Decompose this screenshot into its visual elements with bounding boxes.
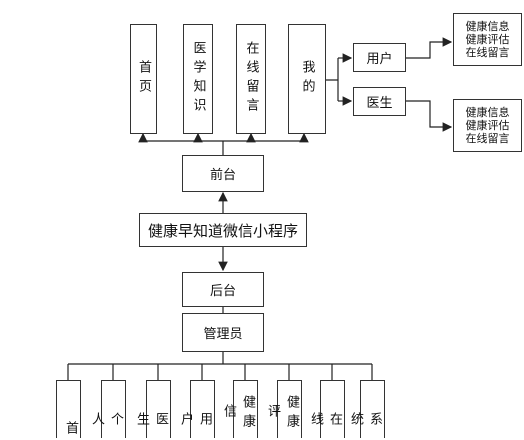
node-admin-user: 用户 xyxy=(178,380,215,438)
node-backend: 后台 xyxy=(182,272,264,307)
node-admin-doctor: 医生 xyxy=(134,380,171,438)
node-admin: 管理员 xyxy=(182,313,264,352)
doctor-function-health-assessment: 健康评估 xyxy=(465,119,510,132)
node-admin-online: 在线 xyxy=(308,380,345,438)
node-online-message: 在线留言 xyxy=(236,24,266,134)
edge-mine-roles xyxy=(326,58,339,101)
node-admin-home: 首 xyxy=(56,380,81,440)
node-frontend: 前台 xyxy=(182,155,264,192)
user-function-health-info: 健康信息 xyxy=(465,20,510,33)
node-admin-health-assessment: 健康评 xyxy=(265,380,302,438)
node-home: 首页 xyxy=(130,24,157,134)
edge-doctor-functions xyxy=(406,100,453,132)
node-doctor: 医生 xyxy=(353,87,406,116)
node-mine: 我的 xyxy=(288,24,326,134)
user-function-health-assessment: 健康评估 xyxy=(465,33,510,46)
doctor-function-health-info: 健康信息 xyxy=(465,106,510,119)
node-admin-personal: 个人 xyxy=(89,380,126,438)
node-doctor-functions: 健康信息 健康评估 在线留言 xyxy=(453,99,522,152)
node-user: 用户 xyxy=(353,43,406,72)
user-function-online-message: 在线留言 xyxy=(465,46,510,59)
edge-user-functions xyxy=(406,37,453,59)
node-admin-health-info: 健康信 xyxy=(221,380,258,438)
node-admin-system: 系统 xyxy=(348,380,385,438)
node-user-functions: 健康信息 健康评估 在线留言 xyxy=(453,13,522,66)
doctor-function-online-message: 在线留言 xyxy=(465,132,510,145)
node-medical-knowledge: 医学知识 xyxy=(183,24,213,134)
node-center-app: 健康早知道微信小程序 xyxy=(139,213,307,247)
